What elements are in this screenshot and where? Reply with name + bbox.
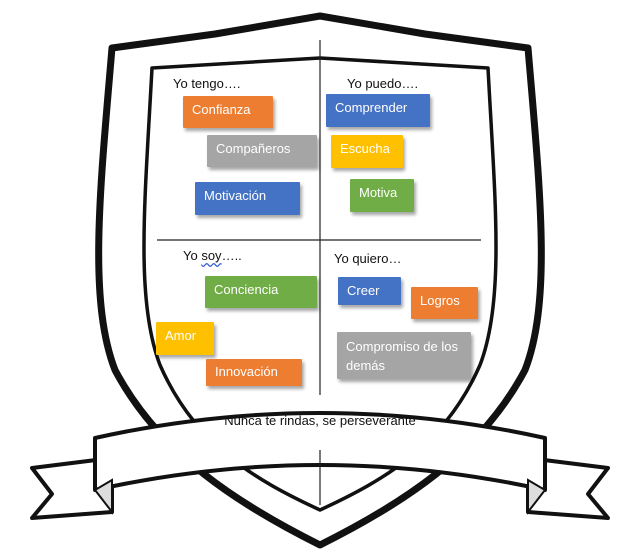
soy-title-prefix: Yo: [183, 248, 202, 263]
puedo-title: Yo puedo….: [347, 76, 419, 91]
tengo-item-confianza: Confianza: [183, 96, 273, 128]
puedo-item-escucha: Escucha: [331, 135, 403, 168]
tengo-title: Yo tengo….: [173, 76, 241, 91]
puedo-item-comprender: Comprender: [326, 94, 430, 127]
ribbon-fold-left: [93, 478, 113, 515]
quiero-item-creer: Creer: [338, 277, 401, 305]
quiero-item-logros: Logros: [411, 287, 478, 319]
quiero-title: Yo quiero…: [334, 251, 402, 266]
motto-text: Nunca te rindas, se perseverante: [224, 413, 416, 428]
tengo-item-motivacion: Motivación: [195, 182, 300, 215]
soy-item-amor: Amor: [156, 322, 214, 355]
puedo-item-motiva: Motiva: [350, 179, 414, 212]
soy-item-innovacion: Innovación: [206, 359, 302, 386]
soy-title: Yo soy…..: [183, 248, 242, 263]
quiero-item-compromiso: Compromiso de los demás: [337, 332, 471, 379]
soy-title-suffix: …..: [221, 248, 242, 263]
tengo-item-companeros: Compañeros: [207, 135, 317, 167]
soy-item-conciencia: Conciencia: [205, 276, 317, 308]
ribbon-fold-right: [527, 478, 547, 515]
soy-title-word: soy: [201, 248, 222, 263]
